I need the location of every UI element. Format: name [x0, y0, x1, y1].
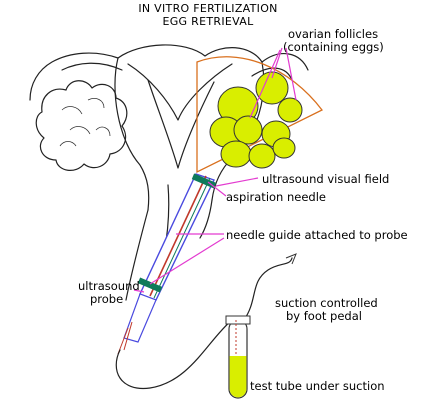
pointer-guide-bottom [149, 237, 225, 285]
label-suction-1: suction controlled [275, 296, 378, 310]
test-tube-fluid [229, 356, 247, 398]
guide-clip-top [191, 173, 217, 189]
pointer-follicles-2 [285, 47, 297, 101]
visual-field-outline [196, 56, 323, 174]
follicle [277, 97, 303, 123]
label-test-tube: test tube under suction [250, 379, 385, 393]
label-ultrasound-visual-field: ultrasound visual field [262, 172, 389, 186]
follicle [220, 140, 252, 168]
follicle [233, 115, 263, 145]
label-ovarian-follicles-1: ovarian follicles [288, 27, 378, 41]
label-suction-2: by foot pedal [286, 309, 362, 323]
left-ovary [35, 80, 128, 171]
pointer-probe [133, 289, 145, 293]
follicle [272, 137, 296, 159]
diagram-title-line2: EGG RETRIEVAL [162, 15, 254, 28]
diagram-title-line1: IN VITRO FERTILIZATION [138, 2, 277, 15]
probe-handle [123, 293, 157, 343]
ultrasound-visual-field-region [196, 56, 323, 174]
pointer-lines [133, 47, 297, 293]
pointer-needle [207, 181, 227, 197]
label-ultrasound-probe-1: ultrasound [78, 279, 140, 293]
ovarian-follicles [209, 71, 303, 169]
test-tube-stopper [225, 315, 251, 325]
test-tube [225, 315, 251, 399]
pointer-visual-field [215, 177, 259, 187]
aspiration-needle [149, 175, 207, 297]
needle-guide [153, 177, 211, 299]
label-aspiration-needle: aspiration needle [226, 190, 326, 204]
guide-clip-bottom [137, 277, 163, 293]
suction-tubing [243, 257, 293, 321]
label-ultrasound-probe-2: probe [90, 292, 123, 306]
pointer-follicles-1 [271, 47, 283, 79]
pointer-follicles-3 [249, 49, 281, 119]
aspiration-tubing [115, 319, 233, 390]
suction-arrow-icon [285, 253, 297, 265]
follicle [248, 143, 276, 169]
label-needle-guide: needle guide attached to probe [226, 228, 408, 242]
follicle [255, 71, 289, 105]
label-ovarian-follicles-2: (containing eggs) [283, 40, 384, 54]
ultrasound-probe [117, 173, 217, 355]
